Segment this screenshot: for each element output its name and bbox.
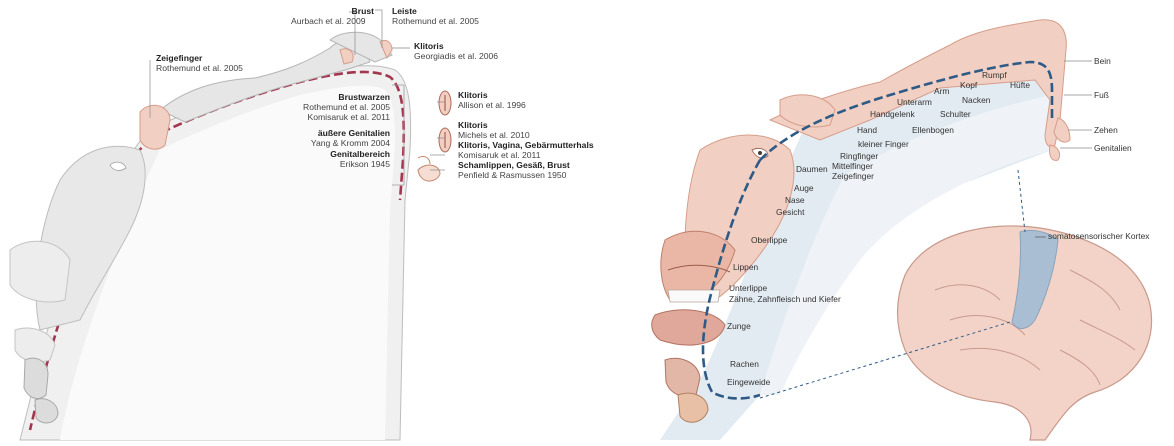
- region-nase: Nase: [785, 195, 805, 205]
- region-kleiner-finger: kleiner Finger: [858, 139, 909, 149]
- ref-brust: Brust Aurbach et al. 2009: [322, 6, 374, 26]
- region-schulter: Schulter: [940, 109, 971, 119]
- ref-brustwarzen-title: Brustwarzen: [260, 92, 390, 102]
- left-homunculus: [10, 10, 451, 440]
- ref-klitoris-michels-title: Klitoris: [458, 120, 530, 130]
- ref-aeussere-genitalien: äußere Genitalien Yang & Kromm 2004: [260, 128, 390, 148]
- region-fuss: Fuß: [1094, 90, 1109, 100]
- ref-klitoris-vagina-title: Klitoris, Vagina, Gebärmutterhals: [458, 140, 594, 150]
- ref-genitalbereich-title: Genitalbereich: [260, 149, 390, 159]
- region-ellenbogen: Ellenbogen: [912, 125, 954, 135]
- ref-klitoris-michels-cite: Michels et al. 2010: [458, 130, 530, 140]
- region-unterarm: Unterarm: [897, 97, 932, 107]
- ref-aeussere-genitalien-title: äußere Genitalien: [260, 128, 390, 138]
- region-gesicht: Gesicht: [776, 207, 804, 217]
- ref-schamlippen-cite: Penfield & Rasmussen 1950: [458, 170, 570, 180]
- ref-klitoris-allison: Klitoris Allison et al. 1996: [458, 90, 526, 110]
- ref-brust-title: Brust: [322, 6, 374, 16]
- region-genitalien: Genitalien: [1094, 143, 1132, 153]
- region-oberlippe: Oberlippe: [751, 235, 787, 245]
- region-handgelenk: Handgelenk: [870, 109, 915, 119]
- region-hand: Hand: [857, 125, 877, 135]
- ref-klitoris-georgiadis-cite: Georgiadis et al. 2006: [414, 51, 498, 61]
- ref-brustwarzen-cite: Rothemund et al. 2005: [260, 102, 390, 112]
- region-bein: Bein: [1094, 56, 1111, 66]
- region-mittelfinger: Mittelfinger: [832, 161, 873, 171]
- ref-zeigefinger-cite: Rothemund et al. 2005: [156, 63, 243, 73]
- ref-leiste-cite: Rothemund et al. 2005: [392, 16, 479, 26]
- region-eingeweide: Eingeweide: [727, 377, 770, 387]
- ref-klitoris-vagina-cite: Komisaruk et al. 2011: [458, 150, 594, 160]
- region-rumpf: Rumpf: [982, 70, 1007, 80]
- ref-brust-cite: Aurbach et al. 2009: [291, 16, 343, 26]
- region-nacken: Nacken: [962, 95, 990, 105]
- region-lippen: Lippen: [733, 262, 758, 272]
- ref-genitalbereich-cite: Erikson 1945: [260, 159, 390, 169]
- ref-klitoris-allison-title: Klitoris: [458, 90, 526, 100]
- region-daumen: Daumen: [796, 164, 828, 174]
- region-huefte: Hüfte: [1010, 80, 1030, 90]
- ref-klitoris-allison-cite: Allison et al. 1996: [458, 100, 526, 110]
- ref-brustwarzen: Brustwarzen Rothemund et al. 2005 Komisa…: [260, 92, 390, 122]
- region-rachen: Rachen: [730, 359, 759, 369]
- ref-brustwarzen-cite2: Komisaruk et al. 2011: [260, 112, 390, 122]
- ref-klitoris-georgiadis-title: Klitoris: [414, 41, 498, 51]
- ref-leiste-title: Leiste: [392, 6, 479, 16]
- ref-klitoris-michels: Klitoris Michels et al. 2010: [458, 120, 530, 140]
- region-ringfinger: Ringfinger: [840, 151, 878, 161]
- region-zaehne: Zähne, Zahnfleisch und Kiefer: [729, 294, 841, 304]
- region-arm: Arm: [934, 86, 949, 96]
- ref-schamlippen-title: Schamlippen, Gesäß, Brust: [458, 160, 570, 170]
- ref-leiste: Leiste Rothemund et al. 2005: [392, 6, 479, 26]
- region-zunge: Zunge: [727, 321, 751, 331]
- ref-aeussere-genitalien-cite: Yang & Kromm 2004: [260, 138, 390, 148]
- ref-klitoris-vagina: Klitoris, Vagina, Gebärmutterhals Komisa…: [458, 140, 594, 160]
- region-auge: Auge: [794, 183, 814, 193]
- region-kopf: Kopf: [960, 80, 977, 90]
- ref-klitoris-georgiadis: Klitoris Georgiadis et al. 2006: [414, 41, 498, 61]
- ref-schamlippen: Schamlippen, Gesäß, Brust Penfield & Ras…: [458, 160, 570, 180]
- region-zeigefinger: Zeigefinger: [832, 171, 874, 181]
- ref-zeigefinger: Zeigefinger Rothemund et al. 2005: [156, 53, 243, 73]
- cortex-label: somatosensorischer Kortex: [1048, 231, 1149, 241]
- ref-genitalbereich: Genitalbereich Erikson 1945: [260, 149, 390, 169]
- region-unterlippe: Unterlippe: [729, 283, 767, 293]
- ref-zeigefinger-title: Zeigefinger: [156, 53, 243, 63]
- region-zehen: Zehen: [1094, 125, 1118, 135]
